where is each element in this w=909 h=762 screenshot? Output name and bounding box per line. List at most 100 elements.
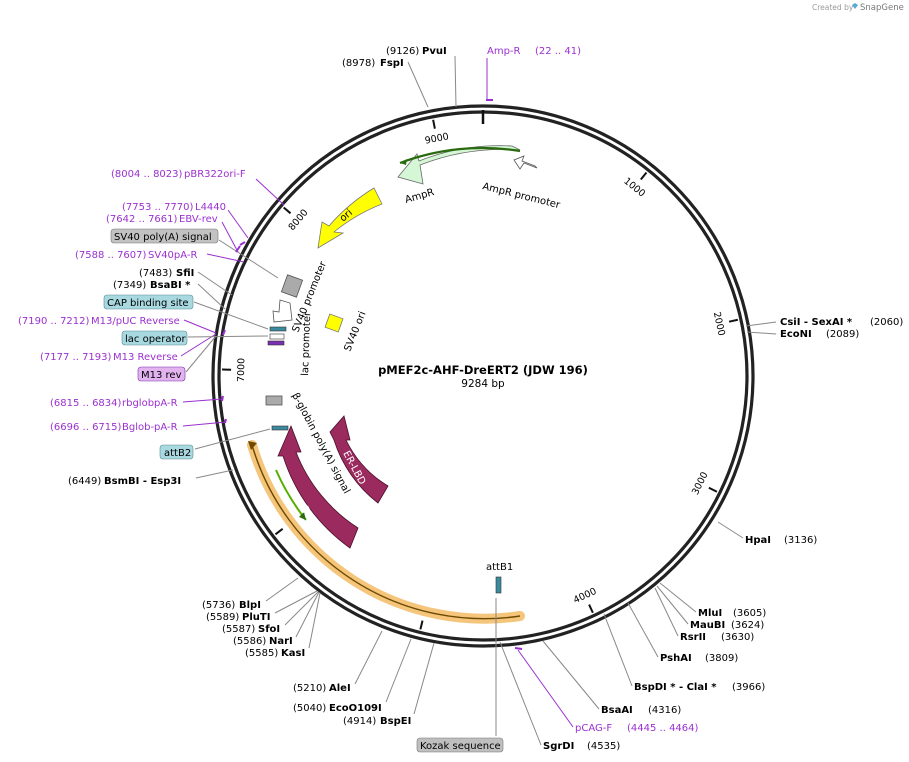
primer-ebv-rev[interactable]: (7642 .. 7661) EBV-rev	[106, 214, 239, 253]
primer-name: Amp-R	[487, 46, 521, 57]
attb1-mark	[495, 576, 502, 594]
leader-line	[206, 253, 245, 263]
ori-arrow	[317, 187, 383, 249]
feature-attb1[interactable]: attB1	[486, 562, 513, 594]
tick-label-9000: 9000	[424, 131, 450, 146]
dre-cds-line	[251, 444, 521, 620]
label-sv40-polya-signal[interactable]: SV40 poly(A) signal	[110, 228, 279, 279]
site-fspi[interactable]: (8978) FspI	[342, 58, 429, 108]
site-sfii[interactable]: (7483) SfiI	[139, 268, 233, 296]
attb2-box	[159, 444, 194, 460]
leader-line	[182, 398, 223, 403]
site-name: NarI	[269, 636, 293, 647]
feature-ori[interactable]: ori	[317, 187, 383, 249]
site-bsabi[interactable]: (7349) BsaBI *	[113, 280, 226, 310]
site-blpi[interactable]: (5736) BlpI	[202, 577, 299, 611]
label-m13rev[interactable]: M13 rev	[137, 335, 217, 382]
primer-m13-puc-reverse[interactable]: (7190 .. 7212) M13/pUC Reverse	[18, 316, 217, 334]
primer-name: L4440	[195, 202, 226, 213]
tick-mark-2000	[728, 318, 739, 323]
attb1-label: attB1	[486, 562, 513, 573]
site-nari[interactable]: (5586) NarI	[233, 591, 320, 647]
site-pluti[interactable]: (5589) PluTI	[206, 590, 318, 623]
site-mlui[interactable]: MluI (3605)	[659, 582, 766, 619]
label-attb2[interactable]: attB2	[159, 428, 271, 460]
site-hpai[interactable]: HpaI (3136)	[717, 521, 817, 546]
backbone-outer	[211, 104, 755, 648]
site-ecoo109i[interactable]: (5040) EcoO109I	[293, 638, 412, 714]
bglobin-box	[265, 395, 283, 406]
site-name: MauBI	[690, 620, 725, 631]
primer-amp-r[interactable]: Amp-R (22 .. 41)	[486, 46, 581, 101]
site-pshai[interactable]: PshAI (3809)	[627, 602, 738, 664]
primer-rbglobpa-r[interactable]: (6815 .. 6834) rbglobpA-R	[50, 398, 223, 409]
site-csii-sexai[interactable]: CsiI - SexAI * (2060)	[745, 317, 903, 328]
site-alei[interactable]: (5210) AleI	[293, 630, 383, 694]
site-bsmbi-esp3i[interactable]: (6449) BsmBI - Esp3I	[68, 469, 234, 487]
leader-line	[308, 592, 321, 649]
lac-operator-label: lac operator	[125, 334, 186, 345]
leader-line	[499, 641, 542, 746]
m13rev-box	[137, 366, 186, 382]
site-pvui[interactable]: (9126) PvuI	[386, 46, 457, 108]
primer-sv40pa-r[interactable]: (7588 .. 7607) SV40pA-R	[75, 250, 245, 263]
site-sgrdi[interactable]: SgrDI (4535)	[499, 641, 620, 752]
cap-box	[103, 294, 194, 310]
label-kozak[interactable]: Kozak sequence	[416, 598, 504, 753]
leader-line	[194, 428, 271, 450]
primer-m13-reverse[interactable]: (7177 .. 7193) M13 Reverse	[40, 333, 217, 363]
ampr-arrow	[397, 145, 521, 185]
primer-pcag-f[interactable]: pCAG-F (4445 .. 4464)	[514, 647, 699, 734]
leader-line	[274, 590, 318, 614]
site-bspei[interactable]: (4914) BspEI	[343, 642, 435, 727]
site-rsrii[interactable]: RsrII (3630)	[654, 587, 754, 643]
snapgene-logo-icon	[852, 3, 858, 9]
leader-line	[193, 301, 269, 330]
tick-label-7000: 7000	[236, 358, 248, 382]
site-coord: (5585)	[245, 648, 278, 659]
backbone	[211, 104, 755, 648]
primer-bglob-pa-r[interactable]: (6696 .. 6715) Bglob-pA-R	[50, 421, 227, 433]
leader-line	[195, 469, 234, 479]
site-kasi[interactable]: (5585) KasI	[245, 592, 321, 659]
primer-pbr322ori-f[interactable]: (8004 .. 8023) pBR322ori-F	[111, 169, 285, 206]
feature-lac-promoter[interactable]: lac promoter	[267, 311, 313, 376]
label-cap-binding-site[interactable]: CAP binding site	[103, 294, 269, 330]
feature-sv40-ori[interactable]: SV40 ori	[324, 310, 369, 353]
primer-coord: (4445 .. 4464)	[627, 723, 699, 734]
site-coord: (7483)	[139, 268, 172, 279]
m13rev-mark	[267, 340, 285, 346]
sv40-ori-label: SV40 ori	[343, 310, 369, 353]
tick-label-3000: 3000	[690, 470, 711, 497]
credit: Created by SnapGene	[812, 3, 904, 13]
label-lac-operator[interactable]: lac operator	[121, 330, 269, 346]
tick-label-1000: 1000	[621, 176, 647, 200]
primer-l4440[interactable]: (7753 .. 7770) L4440	[122, 202, 249, 239]
ampr-promoter-label: AmpR promoter	[481, 181, 562, 211]
site-sfoi[interactable]: (5587) SfoI	[222, 591, 319, 635]
site-bsaai[interactable]: BsaAI (4316)	[542, 640, 681, 716]
sv40-ori-box	[324, 313, 344, 333]
site-name: BsmBI - Esp3I	[104, 476, 181, 487]
kozak-label: Kozak sequence	[420, 741, 501, 752]
attb2-label: attB2	[164, 448, 191, 459]
feature-er-lbd[interactable]: ER-LBD	[329, 415, 389, 504]
site-name: RsrII	[680, 632, 706, 643]
site-coord: (7349)	[113, 280, 146, 291]
leader-line	[197, 271, 233, 296]
site-coord: (4316)	[648, 705, 681, 716]
site-name: PvuI	[422, 46, 447, 57]
site-coord: (5589)	[206, 612, 239, 623]
site-econi[interactable]: EcoNI (2089)	[746, 329, 859, 340]
leader-line	[654, 587, 679, 637]
ert2-arrow	[277, 424, 359, 549]
site-name: BsaAI	[601, 705, 633, 716]
site-maubi[interactable]: MauBI (3624)	[656, 585, 764, 631]
site-name: BlpI	[239, 600, 261, 611]
cap-label: CAP binding site	[107, 298, 189, 309]
tick-label-8000: 8000	[287, 207, 311, 233]
feature-ampr-promoter[interactable]: AmpR promoter	[481, 155, 562, 211]
site-bspdi-clai[interactable]: BspDI * - ClaI * (3966)	[603, 613, 765, 693]
site-name: KasI	[281, 648, 305, 659]
primer-coord: (6696 .. 6715)	[50, 422, 122, 433]
